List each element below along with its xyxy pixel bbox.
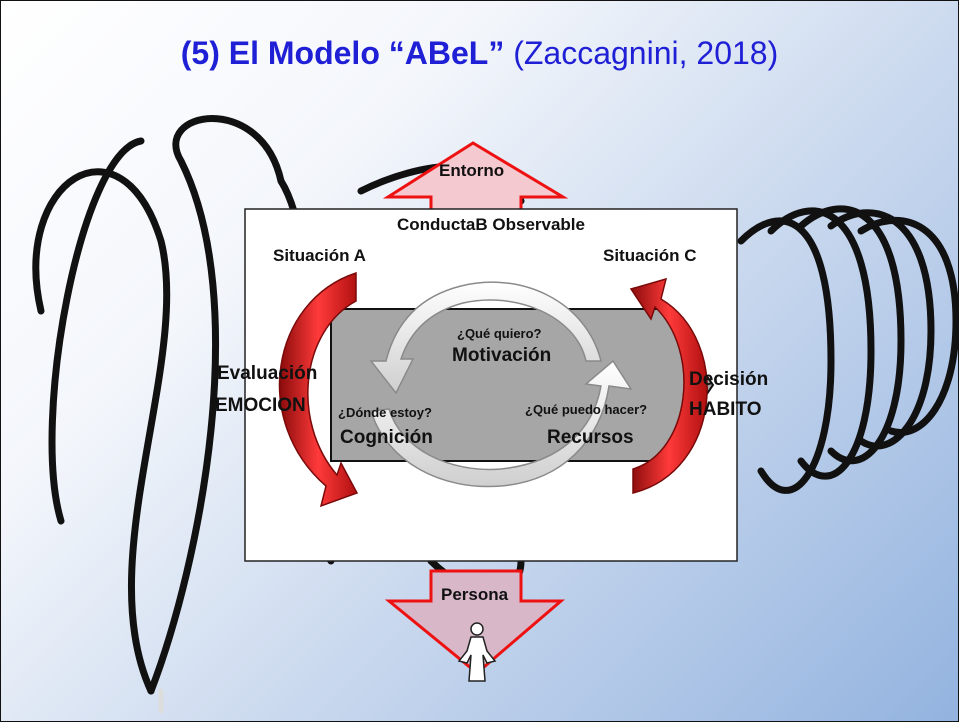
que-puedo-label: ¿Qué puedo hacer? [525, 402, 648, 417]
slide-title: (5) El Modelo “ABeL” (Zaccagnini, 2018) [1, 35, 958, 72]
woman-silhouette-icon [457, 622, 497, 682]
entorno-label: Entorno [439, 161, 505, 180]
emocion-label: EMOCION [215, 395, 306, 416]
conducta-label: ConductaB Observable [397, 215, 585, 234]
persona-arrow [384, 569, 566, 675]
cycle-arrows [369, 281, 633, 488]
title-rest: (Zaccagnini, 2018) [504, 35, 779, 71]
situacion-a-label: Situación A [273, 246, 366, 265]
motivacion-label: Motivación [452, 345, 552, 366]
cognicion-label: Cognición [340, 427, 433, 448]
donde-estoy-label: ¿Dónde estoy? [338, 405, 432, 420]
recursos-label: Recursos [547, 427, 634, 448]
evaluacion-label: Evaluación [217, 363, 318, 384]
situacion-c-label: Situación C [603, 246, 697, 265]
decision-label: Decisión [689, 369, 769, 390]
que-quiero-label: ¿Qué quiero? [457, 326, 542, 341]
habito-label: HABITO [689, 399, 762, 420]
evaluacion-arrow [278, 271, 359, 508]
decision-arrow [629, 277, 708, 494]
title-bold: (5) El Modelo “ABeL” [180, 35, 505, 71]
persona-label: Persona [441, 585, 509, 604]
